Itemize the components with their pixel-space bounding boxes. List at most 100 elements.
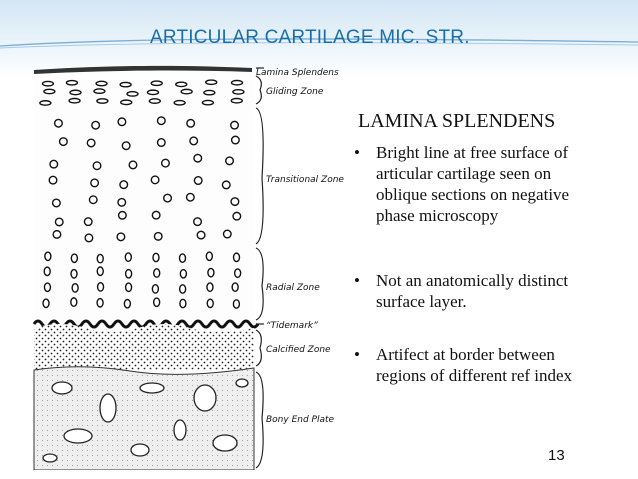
cell-shape bbox=[233, 268, 242, 279]
cell-shape bbox=[119, 180, 129, 190]
bullet-dot: • bbox=[354, 143, 360, 162]
cell-shape bbox=[193, 217, 203, 227]
cell-shape bbox=[43, 88, 56, 95]
cell-shape bbox=[152, 252, 160, 263]
cell-shape bbox=[156, 138, 166, 148]
cell-shape bbox=[146, 89, 160, 96]
cell-shape bbox=[43, 266, 51, 277]
lamina-splendens-line bbox=[34, 65, 252, 74]
cell-shape bbox=[121, 141, 131, 151]
cell-shape bbox=[119, 81, 132, 88]
slide-number: 13 bbox=[548, 447, 565, 464]
cell-shape bbox=[151, 210, 161, 220]
cell-shape bbox=[51, 198, 61, 208]
label-lamina-splendens: Lamina Splendens bbox=[256, 68, 339, 78]
cell-shape bbox=[58, 137, 68, 147]
cell-shape bbox=[96, 297, 104, 308]
cell-shape bbox=[120, 99, 133, 106]
cell-shape bbox=[230, 197, 240, 207]
cell-shape bbox=[221, 180, 231, 190]
cell-shape bbox=[70, 268, 78, 279]
cell-shape bbox=[230, 79, 244, 86]
cell-shape bbox=[42, 298, 50, 309]
cell-shape bbox=[117, 117, 127, 127]
cell-shape bbox=[151, 284, 160, 294]
cell-shape bbox=[88, 195, 98, 205]
cell-shape bbox=[156, 116, 166, 126]
cell-shape bbox=[90, 178, 100, 188]
cell-shape bbox=[91, 120, 101, 130]
section-heading: LAMINA SPLENDENS bbox=[358, 110, 556, 132]
bullet-item: • Bright line at free surface of articul… bbox=[354, 143, 570, 225]
cell-shape bbox=[193, 176, 203, 186]
cell-shape bbox=[116, 232, 126, 242]
cell-shape bbox=[189, 136, 199, 146]
cell-shape bbox=[92, 161, 102, 171]
cell-shape bbox=[124, 268, 133, 279]
cell-shape bbox=[206, 282, 214, 293]
cell-shape bbox=[206, 298, 214, 309]
cell-shape bbox=[43, 282, 52, 293]
cell-shape bbox=[96, 282, 105, 292]
cell-shape bbox=[178, 253, 187, 264]
label-gliding-zone: Gliding Zone bbox=[266, 87, 324, 97]
tidemark-line bbox=[32, 319, 260, 329]
cell-shape bbox=[117, 197, 127, 207]
cell-shape bbox=[153, 231, 163, 241]
cell-shape bbox=[179, 298, 187, 309]
cell-shape bbox=[70, 253, 79, 264]
cell-shape bbox=[232, 88, 245, 95]
cell-shape bbox=[150, 80, 163, 87]
cell-shape bbox=[179, 268, 188, 279]
cell-shape bbox=[222, 229, 232, 239]
cell-shape bbox=[52, 229, 62, 239]
cell-shape bbox=[65, 79, 79, 86]
cell-shape bbox=[128, 160, 138, 170]
cell-shape bbox=[95, 80, 108, 87]
cell-shape bbox=[196, 230, 206, 240]
bullet-dot: • bbox=[354, 345, 360, 364]
cell-shape bbox=[230, 97, 243, 104]
cell-shape bbox=[193, 153, 203, 163]
cell-shape bbox=[53, 118, 63, 128]
cell-shape bbox=[44, 251, 52, 262]
cell-shape bbox=[152, 297, 161, 308]
bullet-item: • Artifect at border between regions of … bbox=[354, 345, 573, 385]
cell-shape bbox=[180, 88, 193, 95]
label-radial-zone: Radial Zone bbox=[266, 283, 320, 293]
cell-shape bbox=[175, 81, 188, 88]
cell-shape bbox=[86, 138, 96, 148]
cell-shape bbox=[178, 284, 187, 294]
cell-shape bbox=[96, 98, 109, 104]
cell-shape bbox=[186, 118, 196, 128]
cell-shape bbox=[207, 267, 215, 278]
cell-shape bbox=[160, 158, 170, 168]
cell-shape bbox=[83, 217, 93, 227]
cell-shape bbox=[163, 193, 173, 203]
cell-shape bbox=[96, 266, 104, 277]
cell-shape bbox=[173, 99, 186, 106]
cell-shape bbox=[84, 233, 94, 243]
header-swoosh-line bbox=[0, 38, 638, 49]
cell-shape bbox=[232, 252, 241, 263]
cell-shape bbox=[205, 79, 218, 86]
cell-shape bbox=[153, 268, 161, 278]
label-calcified-zone: Calcified Zone bbox=[266, 345, 331, 355]
cell-shape bbox=[232, 299, 241, 309]
cell-shape bbox=[48, 175, 58, 185]
cell-shape bbox=[148, 98, 162, 104]
bullet-list: • Bright line at free surface of articul… bbox=[352, 142, 632, 386]
slide-title: ARTICULAR CARTILAGE MIC. STR. bbox=[150, 27, 470, 48]
cell-shape bbox=[93, 88, 106, 95]
cell-shape bbox=[117, 210, 127, 220]
cell-shape bbox=[203, 89, 216, 96]
cell-shape bbox=[71, 283, 79, 293]
cell-shape bbox=[96, 253, 104, 264]
cartilage-zones-diagram: Lamina Splendens Gliding Zone Transition… bbox=[32, 65, 344, 470]
cell-shape bbox=[205, 251, 214, 262]
cell-shape bbox=[225, 156, 235, 166]
label-tidemark: “Tidemark” bbox=[266, 321, 318, 331]
cell-shape bbox=[69, 89, 82, 96]
bullet-item: • Not an anatomically distinct surface l… bbox=[354, 271, 569, 311]
cell-shape bbox=[124, 282, 133, 293]
